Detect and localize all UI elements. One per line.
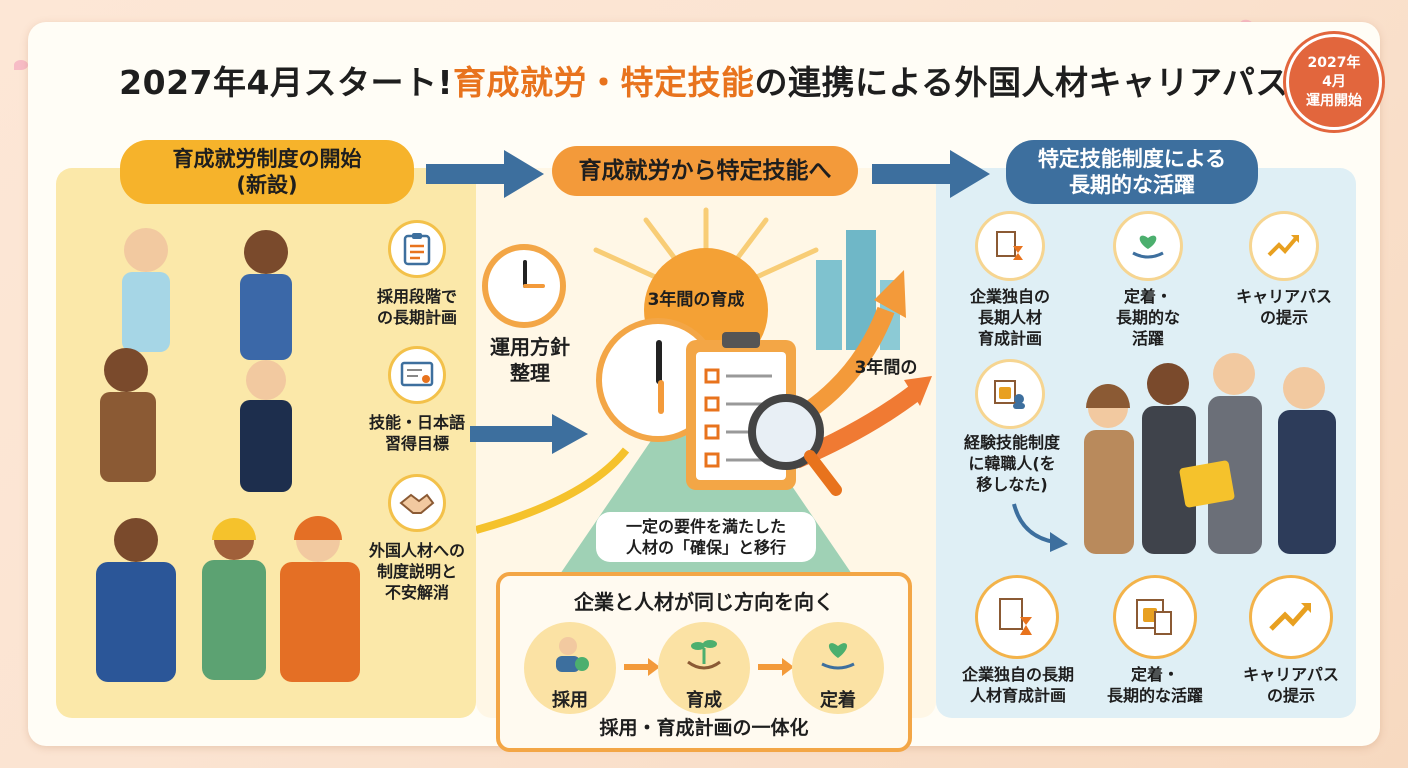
right-bottom-item-2-line2: 長期的な活躍 xyxy=(1106,686,1203,705)
petal-decoration xyxy=(14,60,28,70)
left-item-2-line1: 技能・日本語 xyxy=(368,413,465,432)
start-date-badge: 2027年 4月 運用開始 xyxy=(1286,34,1382,130)
header-arrow-right xyxy=(872,150,990,198)
right-top-item-3-line2: の提示 xyxy=(1259,308,1308,327)
left-header-line1: 育成就労制度の開始 xyxy=(172,147,362,171)
sprout-hands-icon xyxy=(658,622,750,714)
step-arrow-1 xyxy=(624,658,660,676)
trend-up-icon xyxy=(1252,578,1330,656)
left-item-3-line2: 制度説明と xyxy=(376,562,457,581)
right-top-item-1-line1: 企業独自の xyxy=(969,287,1050,306)
right-top-item-1-text: 企業独自の 長期人材 育成計画 xyxy=(948,286,1072,349)
document-hourglass-icon xyxy=(978,578,1056,656)
right-top-item-3-line1: キャリアパス xyxy=(1236,287,1332,306)
right-top-item-1-line2: 長期人材 xyxy=(977,308,1042,327)
title-part-career: の連携による外国人材キャリアパス xyxy=(754,63,1289,102)
right-middle-item-text: 経験技能制度 に韓職人(を 移しなた) xyxy=(944,432,1080,495)
business-team-illustration xyxy=(1084,353,1336,554)
page-title: 2027年4月スタート!育成就労・特定技能の連携による外国人材キャリアパス xyxy=(0,56,1408,104)
step-recruit: 採用 xyxy=(552,690,588,711)
right-middle-item-line3: 移しなた) xyxy=(976,475,1048,494)
policy-text: 運用方針 整理 xyxy=(470,334,590,386)
right-bottom-item-1-text: 企業独自の長期 人材育成計画 xyxy=(940,664,1096,706)
requirement-line2: 人材の「確保」と移行 xyxy=(625,538,786,557)
left-item-3-line1: 外国人材への xyxy=(368,541,465,560)
right-bottom-item-3-line2: の提示 xyxy=(1266,686,1315,705)
right-top-item-2-line3: 活躍 xyxy=(1131,329,1164,348)
alignment-card: 企業と人材が同じ方向を向く 採用 育成 定着 採用・育成計画の一体化 xyxy=(496,572,912,752)
step-retain: 定着 xyxy=(820,690,856,711)
right-top-item-3-text: キャリアパス の提示 xyxy=(1224,286,1344,328)
right-top-item-2-line2: 長期的な xyxy=(1115,308,1180,327)
right-middle-item-line2: に韓職人(を xyxy=(968,454,1056,473)
badge-month: 4月 xyxy=(1322,73,1346,90)
right-bottom-item-1-line1: 企業独自の長期 xyxy=(961,665,1074,684)
left-header-pill: 育成就労制度の開始 (新設) xyxy=(120,140,414,204)
recruit-person-icon xyxy=(524,622,616,714)
header-arrow-left xyxy=(426,150,544,198)
left-item-1-line1: 採用段階で xyxy=(376,287,457,306)
right-bottom-item-1-line2: 人材育成計画 xyxy=(969,686,1066,705)
alignment-card-title: 企業と人材が同じ方向を向く xyxy=(574,590,834,614)
step-develop: 育成 xyxy=(686,690,722,711)
workers-illustration xyxy=(66,210,366,710)
right-header-pill: 特定技能制度による 長期的な活躍 xyxy=(1006,140,1258,204)
right-header-line1: 特定技能制度による xyxy=(1037,147,1227,171)
heart-hand-icon xyxy=(1116,214,1180,278)
title-part-programs: 育成就労・特定技能 xyxy=(453,63,755,102)
requirement-line1: 一定の要件を満たした xyxy=(625,517,786,536)
right-bottom-item-3-line1: キャリアパス xyxy=(1243,665,1339,684)
right-curve-arrow xyxy=(1012,503,1068,552)
right-bottom-item-2-text: 定着・ 長期的な活躍 xyxy=(1088,664,1222,706)
left-item-1-line2: の長期計画 xyxy=(376,308,457,327)
policy-line2: 整理 xyxy=(510,361,550,385)
small-clock-icon xyxy=(482,244,566,328)
left-item-3-line3: 不安解消 xyxy=(384,583,449,602)
left-item-2-text: 技能・日本語 習得目標 xyxy=(352,412,482,454)
right-top-item-2-text: 定着・ 長期的な 活躍 xyxy=(1090,286,1206,349)
three-years-of-label: 3年間の xyxy=(854,358,918,378)
clipboard-icon xyxy=(388,220,446,278)
trend-up-icon xyxy=(1252,214,1316,278)
badge-label: 運用開始 xyxy=(1306,92,1362,109)
checklist-clipboard-icon xyxy=(686,332,842,496)
badge-year: 2027年 xyxy=(1307,54,1361,71)
right-top-item-1-line3: 育成計画 xyxy=(977,329,1042,348)
right-top-item-2-line1: 定着・ xyxy=(1123,287,1172,306)
rss-doc-icon xyxy=(978,362,1042,426)
alignment-card-footer: 採用・育成計画の一体化 xyxy=(599,717,809,739)
workers-scene-icon xyxy=(66,210,366,710)
left-item-1-text: 採用段階で の長期計画 xyxy=(352,286,482,328)
document-hourglass-icon xyxy=(978,214,1042,278)
handshake-icon xyxy=(388,474,446,532)
policy-line1: 運用方針 xyxy=(490,335,570,359)
requirement-callout: 一定の要件を満たした 人材の「確保」と移行 xyxy=(596,512,816,562)
certificate-icon xyxy=(388,346,446,404)
middle-header-pill: 育成就労から特定技能へ xyxy=(552,146,858,196)
left-item-2-line2: 習得目標 xyxy=(384,434,449,453)
left-header-line2: (新設) xyxy=(236,173,298,197)
left-item-3-text: 外国人材への 制度説明と 不安解消 xyxy=(352,540,482,603)
right-bottom-item-3-text: キャリアパス の提示 xyxy=(1226,664,1356,706)
title-part-date: 2027年4月スタート! xyxy=(119,63,453,102)
rss-doc-icon xyxy=(1116,578,1194,656)
middle-blue-arrow xyxy=(470,414,588,454)
right-header-line2: 長期的な活躍 xyxy=(1069,173,1195,197)
middle-header-text: 育成就労から特定技能へ xyxy=(578,158,832,184)
right-bottom-item-2-line1: 定着・ xyxy=(1130,665,1179,684)
three-years-training-label: 3年間の育成 xyxy=(647,290,745,310)
step-arrow-2 xyxy=(758,658,794,676)
right-middle-item-line1: 経験技能制度 xyxy=(963,433,1060,452)
heart-hand-icon xyxy=(792,622,884,714)
